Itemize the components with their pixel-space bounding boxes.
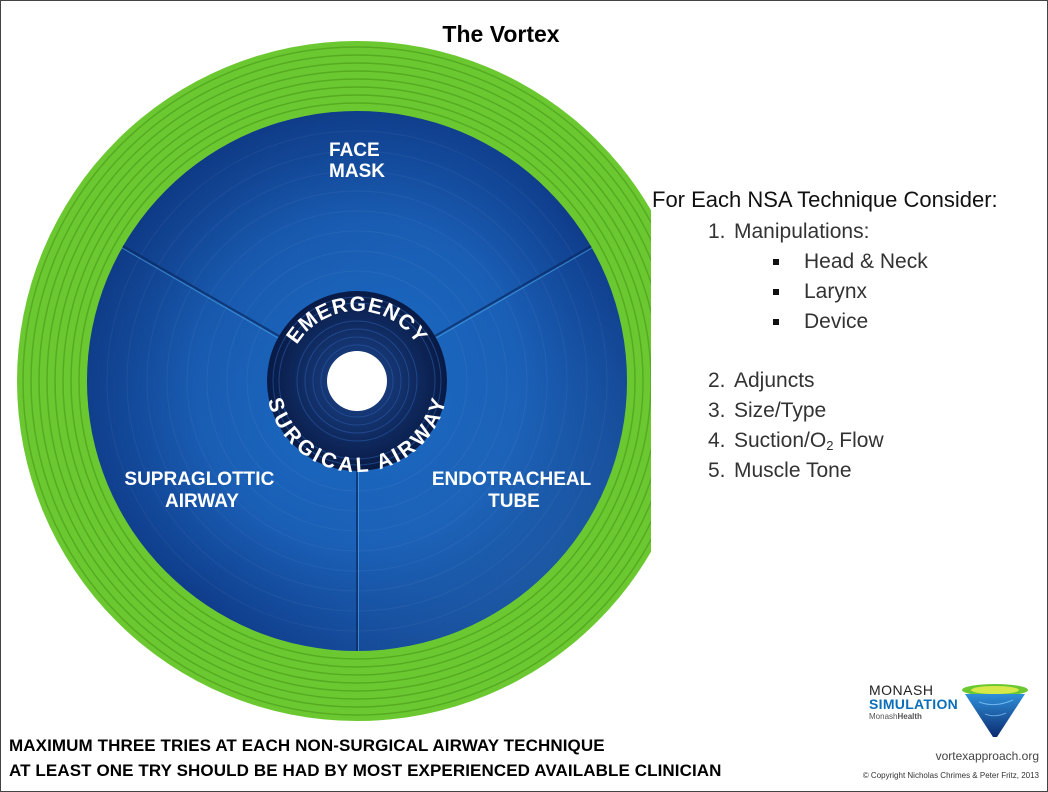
segment-dividers <box>122 245 592 651</box>
subitem-text: Device <box>804 310 869 333</box>
subitem-text: Head & Neck <box>804 250 928 273</box>
bullet-icon <box>773 259 779 265</box>
segment-label-supraglottic-airway: SUPRAGLOTTIC AIRWAY <box>124 469 279 512</box>
page-title: The Vortex <box>442 21 560 47</box>
bullet-icon <box>773 319 779 325</box>
consider-item-4: 4. Suction/O2 Flow <box>652 426 1047 456</box>
consider-subitem-3: Device <box>652 307 1047 337</box>
logo-health: MonashHealth <box>869 712 922 721</box>
consider-item-5: 5. Muscle Tone <box>652 456 1047 486</box>
bullet-icon <box>773 289 779 295</box>
consider-heading: For Each NSA Technique Consider: <box>652 187 998 212</box>
subitem-text: Larynx <box>804 280 868 303</box>
item-text: Manipulations: <box>734 220 870 243</box>
rule-line-1: MAXIMUM THREE TRIES AT EACH NON-SURGICAL… <box>9 736 605 755</box>
vortex-diagram: FACE MASK ENDOTRACHEAL TUBE SUPRAGLOTTIC… <box>17 41 651 721</box>
consider-subitem-2: Larynx <box>652 277 1047 307</box>
item-number: 5. <box>708 459 726 482</box>
vortex-funnel-icon <box>962 684 1028 737</box>
item-number: 3. <box>708 399 726 422</box>
logo-monash: MONASH <box>869 682 934 698</box>
segment-label-endotracheal-tube: ENDOTRACHEAL TUBE <box>432 469 596 512</box>
item-text: Adjuncts <box>734 369 815 392</box>
segment-label-face-mask: FACE MASK <box>329 140 385 182</box>
consider-item-1: 1. Manipulations: <box>652 217 1047 247</box>
consider-subitem-1: Head & Neck <box>652 247 1047 277</box>
item-number: 2. <box>708 369 726 392</box>
item-text: Size/Type <box>734 399 827 422</box>
outer-ring-stripes <box>22 46 651 716</box>
consider-item-3: 3. Size/Type <box>652 396 1047 426</box>
center-hole <box>327 351 387 411</box>
consider-panel: For Each NSA Technique Consider: 1. Mani… <box>652 187 1047 486</box>
rule-line-2: AT LEAST ONE TRY SHOULD BE HAD BY MOST E… <box>9 761 722 780</box>
segment-dividers-highlight <box>121 247 593 651</box>
item-text: Suction/O2 Flow <box>734 429 884 453</box>
item-number: 1. <box>708 220 726 243</box>
center-rings <box>272 296 442 466</box>
logo-simulation: SIMULATION <box>869 696 959 712</box>
copyright-text: © Copyright Nicholas Chrimes & Peter Fri… <box>862 771 1039 780</box>
consider-item-2: 2. Adjuncts <box>652 366 1047 396</box>
monash-simulation-logo: MONASH SIMULATION MonashHealth <box>869 682 1039 742</box>
rules-text: MAXIMUM THREE TRIES AT EACH NON-SURGICAL… <box>9 733 809 783</box>
item-text: Muscle Tone <box>734 459 852 482</box>
website-link[interactable]: vortexapproach.org <box>935 749 1039 763</box>
item-number: 4. <box>708 429 726 452</box>
